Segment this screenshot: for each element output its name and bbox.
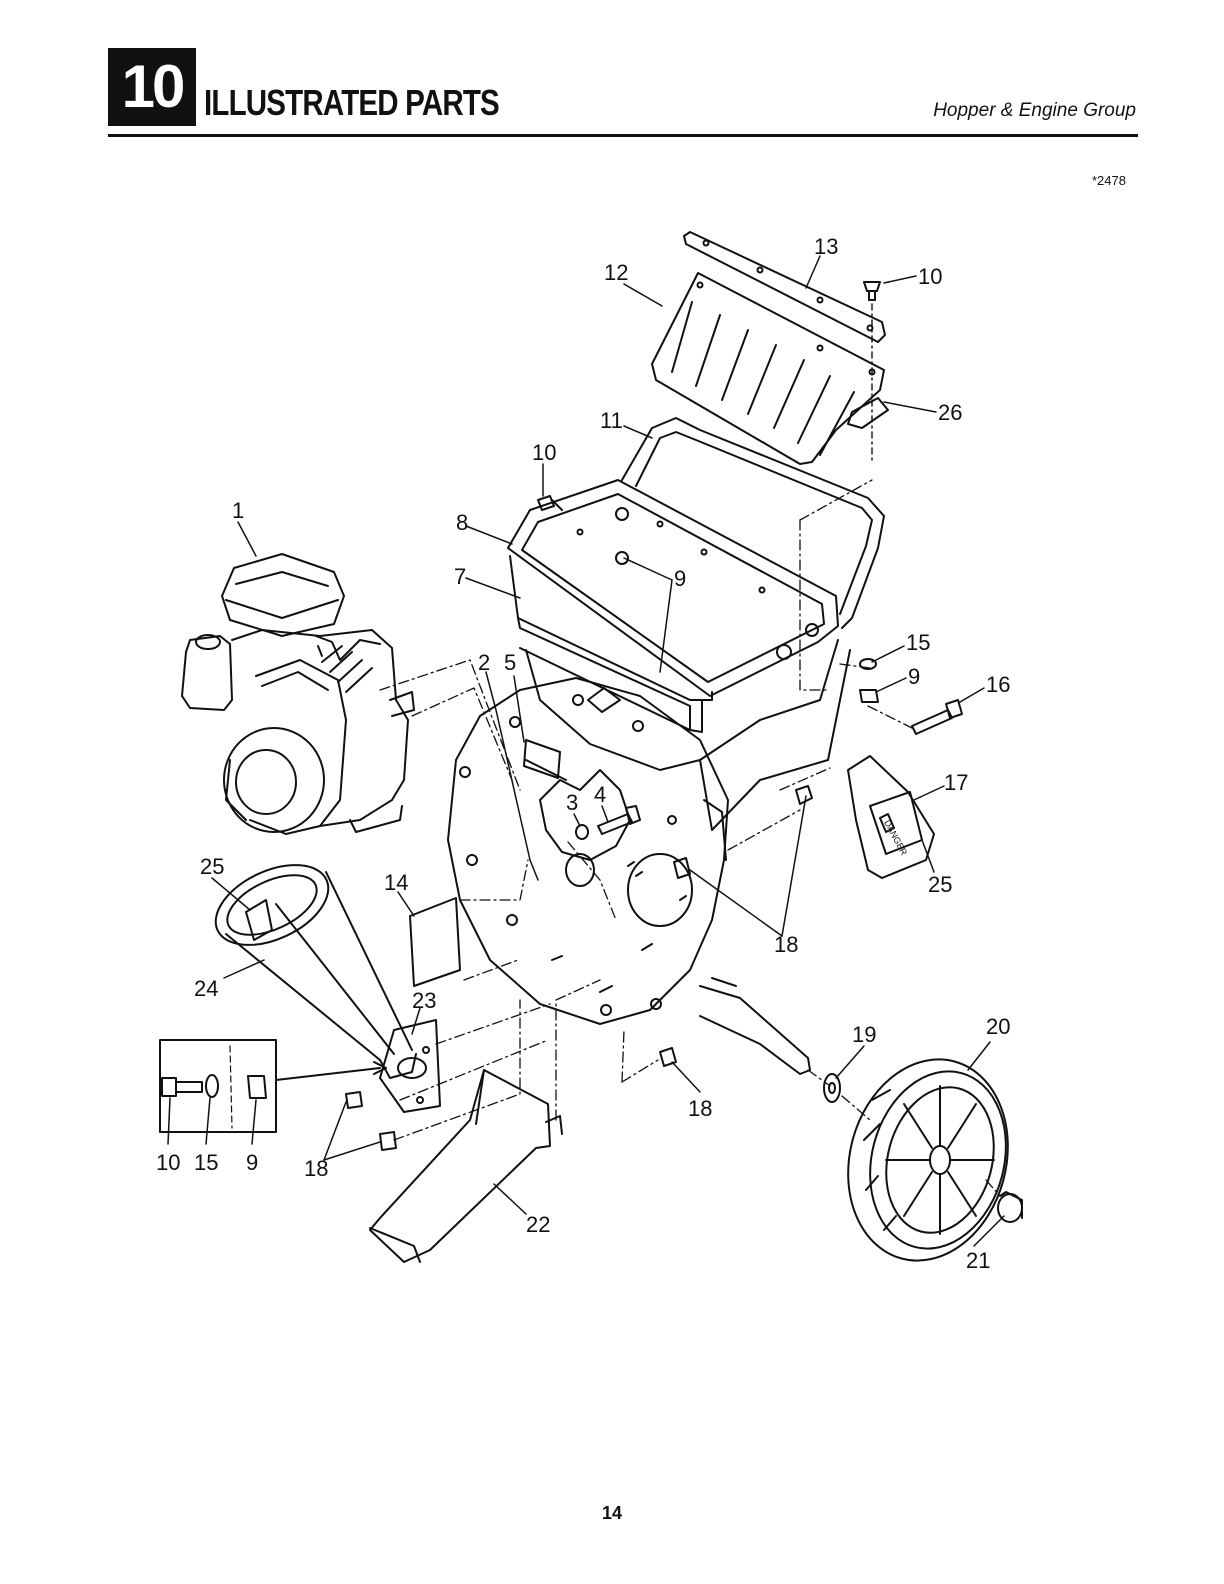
callout-1: 1	[232, 498, 244, 523]
callout-23: 23	[412, 988, 436, 1013]
page-number: 14	[0, 1503, 1224, 1524]
callout-19: 19	[852, 1022, 876, 1047]
callout-10-top: 10	[918, 264, 942, 289]
callout-14: 14	[384, 870, 408, 895]
callout-15-inset: 15	[194, 1150, 218, 1175]
callout-8: 8	[456, 510, 468, 535]
callout-9-hopper: 9	[674, 566, 686, 591]
part-17-guard	[848, 756, 934, 878]
decal-text: DANGER	[882, 818, 909, 857]
callout-10-left: 10	[532, 440, 556, 465]
part-20-wheel	[826, 1041, 1029, 1278]
callout-12: 12	[604, 260, 628, 285]
callout-2: 2	[478, 650, 490, 675]
part-19-washer	[824, 1074, 840, 1102]
inset-fastener-detail	[160, 1040, 386, 1132]
callout-24: 24	[194, 976, 218, 1001]
callout-18-lower: 18	[688, 1096, 712, 1121]
callout-22: 22	[526, 1212, 550, 1237]
part-8-hopper-rim	[508, 480, 838, 696]
leader-lines	[168, 256, 1004, 1246]
callout-15-right: 15	[906, 630, 930, 655]
callout-21: 21	[966, 1248, 990, 1273]
part-13-strip	[684, 232, 885, 342]
callout-26: 26	[938, 400, 962, 425]
part-18-nuts	[346, 786, 812, 1150]
callout-25-guard: 25	[928, 872, 952, 897]
callout-3: 3	[566, 790, 578, 815]
callout-25-chute: 25	[200, 854, 224, 879]
part-14-panel	[410, 898, 460, 986]
part-10-bolt-top	[864, 282, 880, 460]
part-5-label	[524, 740, 560, 778]
callout-18-left: 18	[304, 1156, 328, 1181]
callout-17: 17	[944, 770, 968, 795]
callout-13: 13	[814, 234, 838, 259]
callout-9-right: 9	[908, 664, 920, 689]
axle	[700, 978, 810, 1074]
part-1-engine	[182, 554, 414, 834]
callout-18-center: 18	[774, 932, 798, 957]
callout-5: 5	[504, 650, 516, 675]
callout-7: 7	[454, 564, 466, 589]
callout-10-inset: 10	[156, 1150, 180, 1175]
callout-11: 11	[600, 408, 623, 433]
callout-9-inset: 9	[246, 1150, 258, 1175]
callout-20: 20	[986, 1014, 1010, 1039]
callout-labels: 1 2 3 4 5 7 8 9 9 9 10 10 10 11 12 13 14…	[156, 234, 1010, 1273]
part-23-bracket	[380, 1020, 440, 1112]
part-2-chipper-plate	[448, 678, 728, 1024]
callout-16: 16	[986, 672, 1010, 697]
callout-4: 4	[594, 782, 606, 807]
